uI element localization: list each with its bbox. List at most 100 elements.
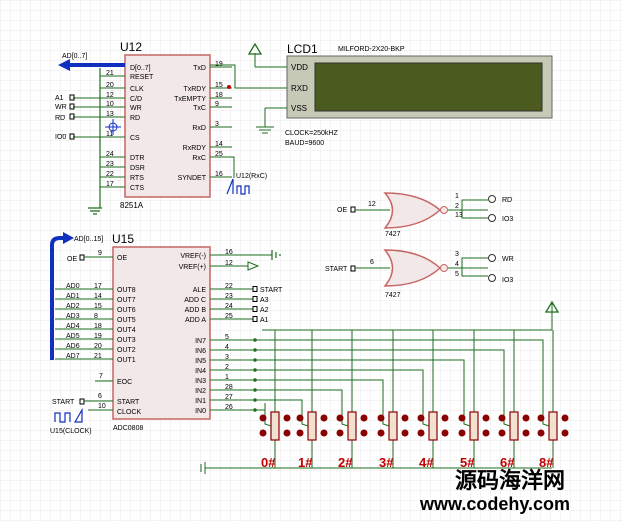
u15-eoc-name: EOC xyxy=(117,379,132,386)
u15-adc[interactable]: U15 ADC0808 AD[0..15] 17OUT8AD014OUT7AD1… xyxy=(50,232,544,435)
u15-in-name: IN3 xyxy=(195,378,206,385)
lcd-clock: CLOCK=250kHZ xyxy=(285,130,338,137)
pot-adjust-dot[interactable] xyxy=(417,429,425,437)
pot-adjust-dot[interactable] xyxy=(537,429,545,437)
gate1-wires xyxy=(355,199,488,219)
pot-adjust-dot[interactable] xyxy=(360,429,368,437)
pot-adjust-dot[interactable] xyxy=(377,414,385,422)
pot-adjust-dot[interactable] xyxy=(482,429,490,437)
potentiometer-icon[interactable] xyxy=(307,411,317,441)
pot-adjust-dot[interactable] xyxy=(320,429,328,437)
u15-part: ADC0808 xyxy=(113,425,143,432)
pot-adjust-dot[interactable] xyxy=(377,429,385,437)
u15-ad-label: AD2 xyxy=(66,303,80,310)
u15-ctrl-net: A2 xyxy=(260,307,269,314)
u12-pin-name: D[0..7] xyxy=(130,65,151,72)
pot-adjust-dot[interactable] xyxy=(458,414,466,422)
txd-rxd-wire xyxy=(210,64,287,89)
pot-adjust-dot[interactable] xyxy=(522,414,530,422)
u15-clock-num: 10 xyxy=(98,403,106,410)
u15-oe-label: OE xyxy=(67,256,77,263)
pot-adjust-dot[interactable] xyxy=(417,414,425,422)
pot-adjust-dot[interactable] xyxy=(283,414,291,422)
gate2-wires xyxy=(355,257,488,277)
u15-in-wire xyxy=(210,369,424,405)
u12-usart[interactable]: U12 8251A D[0..7]RESET21CLK20C/D12WR10RD… xyxy=(55,40,267,215)
potentiometer-icon[interactable] xyxy=(548,411,558,441)
u12-input-wr: WR xyxy=(55,104,67,111)
u15-out-name: OUT5 xyxy=(117,317,136,324)
pot-adjust-dot[interactable] xyxy=(441,414,449,422)
pot-adjust-dot[interactable] xyxy=(401,414,409,422)
pot-adjust-dot[interactable] xyxy=(336,429,344,437)
u15-in-name: IN7 xyxy=(195,338,206,345)
u15-in-name: IN5 xyxy=(195,358,206,365)
pot-adjust-dot[interactable] xyxy=(360,414,368,422)
pot-adjust-dot[interactable] xyxy=(296,429,304,437)
u15-in-wire xyxy=(210,349,505,405)
pot-label: 2# xyxy=(338,455,353,470)
potentiometer-icon[interactable] xyxy=(388,411,398,441)
pot-adjust-dot[interactable] xyxy=(482,414,490,422)
u12-clock-probe-icon xyxy=(226,178,250,195)
pot-adjust-dot[interactable] xyxy=(561,429,569,437)
u15-ad-label: AD6 xyxy=(66,343,80,350)
gate2-out-node xyxy=(488,274,496,282)
u15-ctrl-name: ADD C xyxy=(184,297,206,304)
vcc-arrow-icon xyxy=(544,300,560,313)
u12-pin-num: 24 xyxy=(106,151,114,158)
lcd-ref: LCD1 xyxy=(287,42,318,56)
u15-ctrl-num: 24 xyxy=(225,303,233,310)
potentiometer-icon[interactable] xyxy=(428,411,438,441)
pot-adjust-dot[interactable] xyxy=(441,429,449,437)
u15-oe-name: OE xyxy=(117,255,127,262)
pot-adjust-dot[interactable] xyxy=(498,429,506,437)
potentiometer-icon[interactable] xyxy=(347,411,357,441)
u15-in-num: 3 xyxy=(225,354,229,361)
pot-label: 6# xyxy=(500,455,515,470)
gate2-out-wr: WR xyxy=(502,256,514,263)
u15-out-num: 18 xyxy=(94,323,102,330)
u12-pin-num: 14 xyxy=(215,141,223,148)
pot-adjust-dot[interactable] xyxy=(320,414,328,422)
crosshair-icon xyxy=(105,119,121,135)
lcd-part: MILFORD-2X20-BKP xyxy=(338,46,405,53)
u15-in-name: IN0 xyxy=(195,408,206,415)
u12-pin-num: 21 xyxy=(106,70,114,77)
u15-ad-label: AD1 xyxy=(66,293,80,300)
pot-adjust-dot[interactable] xyxy=(458,429,466,437)
pot-adjust-dot[interactable] xyxy=(537,414,545,422)
u15-bus-arrow-icon xyxy=(63,232,74,244)
pot-adjust-dot[interactable] xyxy=(283,429,291,437)
potentiometer-icon[interactable] xyxy=(270,411,280,441)
u15-in-num: 1 xyxy=(225,374,229,381)
pot-adjust-dot[interactable] xyxy=(561,414,569,422)
u15-ad-label: AD7 xyxy=(66,353,80,360)
pot-adjust-dot[interactable] xyxy=(259,429,267,437)
gate1-pin-1: 1 xyxy=(455,193,459,200)
u15-clock-name: CLOCK xyxy=(117,409,141,416)
u12-pin-name: CTS xyxy=(130,185,144,192)
lcd1-display[interactable]: LCD1 MILFORD-2X20-BKP VDD RXD VSS CLOCK=… xyxy=(210,42,553,147)
potentiometer-icon[interactable] xyxy=(509,411,519,441)
u15-vref-num: 12 xyxy=(225,260,233,267)
wire-junction xyxy=(253,338,257,342)
gate1-out-node xyxy=(488,195,496,203)
u12-pin-name: RD xyxy=(130,115,140,122)
nor-gate-1[interactable]: OE 12 1 2 13 RD IO3 7427 xyxy=(337,192,513,238)
pot-adjust-dot[interactable] xyxy=(336,414,344,422)
nor-gate-2[interactable]: START 6 3 4 5 WR IO3 7427 xyxy=(325,249,514,299)
pot-label: 3# xyxy=(379,455,394,470)
pot-adjust-dot[interactable] xyxy=(296,414,304,422)
pot-adjust-dot[interactable] xyxy=(259,414,267,422)
potentiometer-icon[interactable] xyxy=(469,411,479,441)
pot-adjust-dot[interactable] xyxy=(401,429,409,437)
gate1-out-rd: RD xyxy=(502,197,512,204)
u12-pin-num: 3 xyxy=(215,121,219,128)
u15-in-name: IN4 xyxy=(195,368,206,375)
u12-pin-num: 9 xyxy=(215,101,219,108)
u12-pin-name: TxRDY xyxy=(183,86,206,93)
pot-adjust-dot[interactable] xyxy=(522,429,530,437)
pot-adjust-dot[interactable] xyxy=(498,414,506,422)
gate2-bubble xyxy=(440,264,448,272)
